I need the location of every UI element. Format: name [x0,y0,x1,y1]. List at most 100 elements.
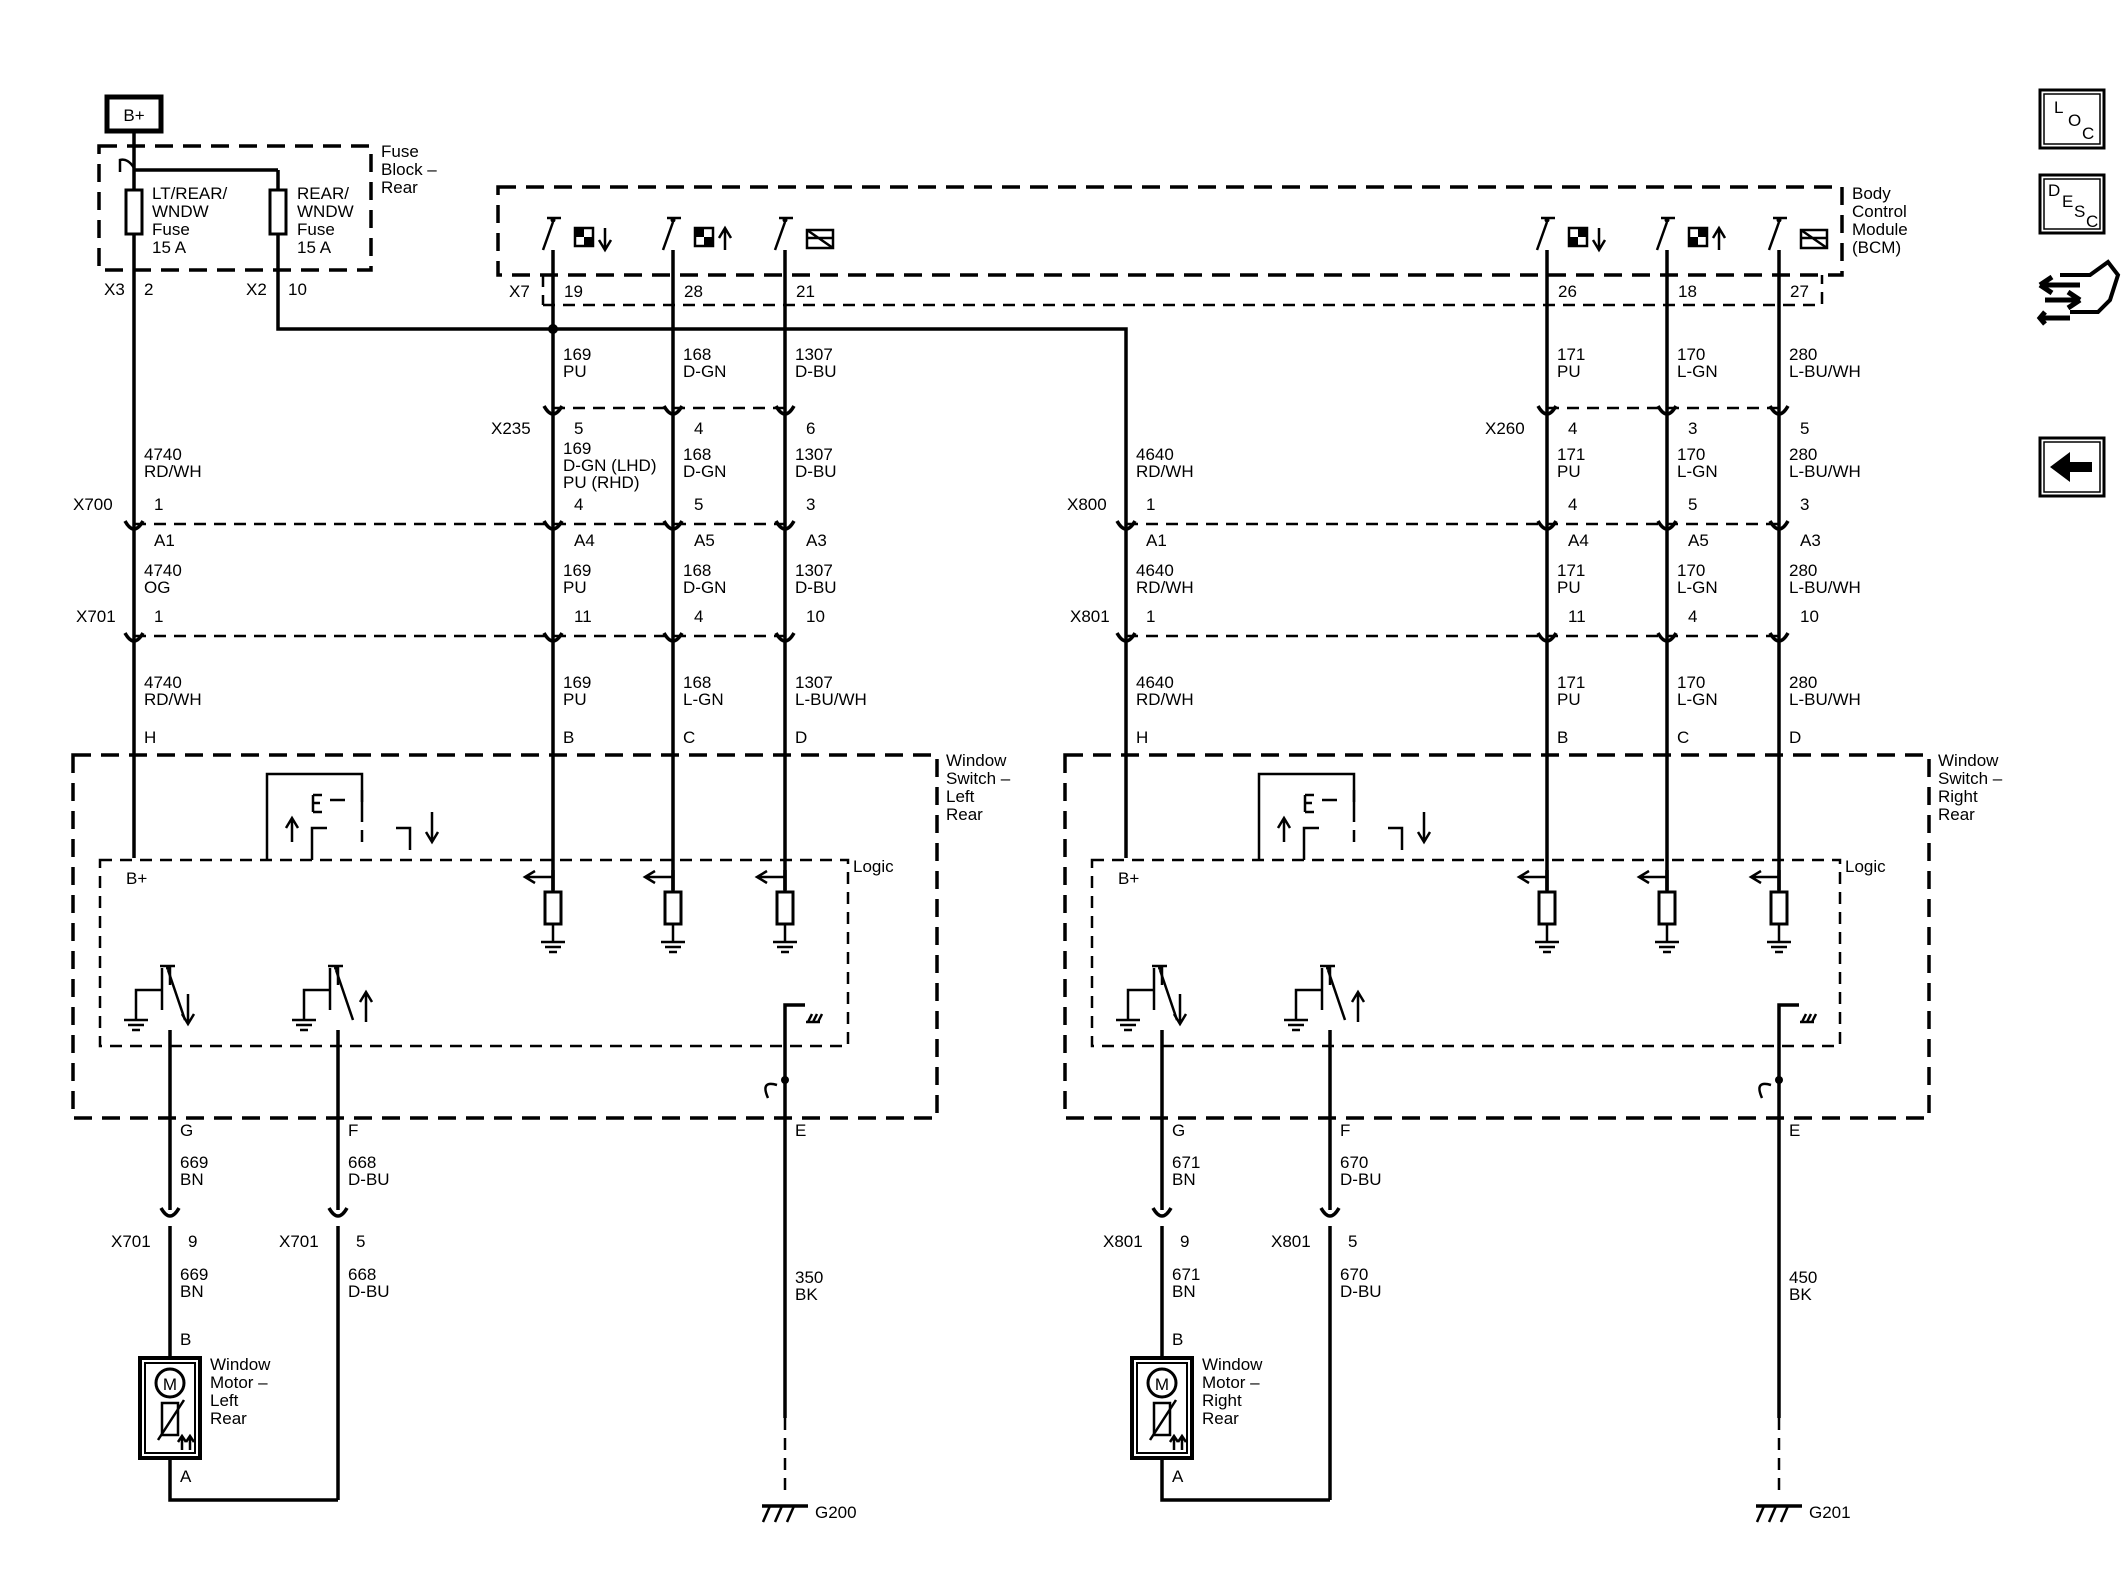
r-motor-title-3: Right [1202,1391,1242,1410]
fuse2-label-3: Fuse [297,220,335,239]
bcm-pin-28: 28 [684,282,703,301]
l-motor-w2-conn: X701 [279,1232,319,1251]
back-arrow-icon[interactable] [2038,436,2106,498]
bcm-title-3: Module [1852,220,1908,239]
fuse-block: Fuse Block – Rear LT/REAR/ WNDW Fuse 15 … [97,131,437,299]
x800-pin: 1 [1146,495,1155,514]
l-w2-x235-pin: 4 [694,419,703,438]
l-w3-mid-color: D-BU [795,578,837,597]
x800-label: X800 [1067,495,1107,514]
l-w2-x700-pin: 5 [694,495,703,514]
l-w3-x235-pin: 6 [806,419,815,438]
x2-label: X2 [246,280,267,299]
desc-button[interactable]: D E S C [2038,173,2106,235]
l-switch-pin-h: H [144,728,156,747]
fuse-block-title-1: Fuse [381,142,419,161]
l-w2-x701-pin: 4 [694,607,703,626]
loc-button[interactable]: L O C [2038,88,2106,150]
l-switch-pin-d: D [795,728,807,747]
x801-label: X801 [1070,607,1110,626]
fuse2-label-2: WNDW [297,202,354,221]
r-w2-bcm-num: 170 [1677,345,1705,364]
l-w1-sw-color: PU [563,690,587,709]
left-x700-x701: X700 1 4 5 3 A1 A4 A5 A3 4740 RD/WH 4740… [73,445,867,747]
x700-pin: 1 [154,495,163,514]
l-w1-bcm-color: PU [563,362,587,381]
l-w3-bcm-num: 1307 [795,345,833,364]
right-x800-x801: X800 1 4 5 3 A1 A4 A5 A3 4640 RD/WH 4640… [1067,445,1861,747]
fuse1-label-1: LT/REAR/ [152,184,228,203]
l-motor-w2-num2: 668 [348,1265,376,1284]
left-motor-circuit: G F E 669 BN 668 D-BU X701 9 X701 5 669 … [111,1121,857,1523]
l-ground-label: G200 [815,1503,857,1522]
l-w1-x700-pin2: A4 [574,531,595,550]
r-motor-w2-color2: D-BU [1340,1282,1382,1301]
r-w1-mid-num: 171 [1557,561,1585,580]
desc-letter-d: D [2048,181,2060,200]
r-motor-symbol: M [1155,1375,1169,1394]
r-pwr2-color: RD/WH [1136,578,1194,597]
r-w3-x800-pin: 3 [1800,495,1809,514]
x260-label: X260 [1485,419,1525,438]
r-w2-x260-pin: 3 [1688,419,1697,438]
r-switch-title-1: Window [1938,751,1999,770]
l-w2-sw-num: 168 [683,673,711,692]
r-w3-mid-color: L-BU/WH [1789,578,1861,597]
l-pwr3-color: RD/WH [144,690,202,709]
l-motor-wire1-pin: G [180,1121,193,1140]
l-motor-title-2: Motor – [210,1373,268,1392]
r-w3-bcm-num: 280 [1789,345,1817,364]
r-motor-w2-color: D-BU [1340,1170,1382,1189]
right-window-switch: Window Switch – Right Rear Logic B+ [1063,751,2003,1418]
connector-tool-icon[interactable] [2036,259,2121,326]
l-w3-mid-num: 1307 [795,561,833,580]
l-w2-bcm-color: D-GN [683,362,726,381]
l-w1-mid-num: 169 [563,561,591,580]
r-w3-sw-num: 280 [1789,673,1817,692]
l-w3-x700-pin2: A3 [806,531,827,550]
r-ground-pin: E [1789,1121,1800,1140]
l-ground-color: BK [795,1285,818,1304]
l-switch-pin-c: C [683,728,695,747]
r-motor-w1-color2: BN [1172,1282,1196,1301]
l-motor-symbol: M [163,1375,177,1394]
fuse2-label-1: REAR/ [297,184,349,203]
r-w3-x801-pin: 10 [1800,607,1819,626]
l-motor-w1-conn-pin: 9 [188,1232,197,1251]
r-w1-bcm-color: PU [1557,362,1581,381]
l-w2-mid-num: 168 [683,561,711,580]
r-w3-sw-color: L-BU/WH [1789,690,1861,709]
x700-pin2: A1 [154,531,175,550]
l-motor-w2-color: D-BU [348,1170,390,1189]
l-pwr1-color: RD/WH [144,462,202,481]
r-motor-pin-a: A [1172,1467,1184,1486]
left-signal-wires: 169 PU 168 D-GN 1307 D-BU X235 5 4 6 169… [491,250,837,905]
l-w1-mid-color: PU [563,578,587,597]
x2-pin: 10 [288,280,307,299]
r-w3-mid-num: 280 [1789,561,1817,580]
fuse2-label-4: 15 A [297,238,332,257]
l-w2-sw-color: L-GN [683,690,724,709]
x701-pin: 1 [154,607,163,626]
loc-letter-l: L [2054,98,2063,117]
r-w1-x260-num: 171 [1557,445,1585,464]
l-w3-x701-pin: 10 [806,607,825,626]
r-w2-mid-color: L-GN [1677,578,1718,597]
r-motor-wire2-pin: F [1340,1121,1350,1140]
l-ground-pin: E [795,1121,806,1140]
fuse-block-title-2: Block – [381,160,437,179]
bcm-module: Body Control Module (BCM) X7 19 28 21 26… [496,184,1908,307]
bcm-title-1: Body [1852,184,1891,203]
l-motor-pin-b: B [180,1330,191,1349]
loc-letter-o: O [2068,111,2081,130]
r-pwr3-num: 4640 [1136,673,1174,692]
r-ground-color: BK [1789,1285,1812,1304]
l-logic-bplus: B+ [126,869,147,888]
right-power-feed [276,270,1128,845]
r-pwr1-color: RD/WH [1136,462,1194,481]
l-motor-w2-num: 668 [348,1153,376,1172]
r-w1-bcm-num: 171 [1557,345,1585,364]
l-motor-title-1: Window [210,1355,271,1374]
r-motor-w2-num2: 670 [1340,1265,1368,1284]
